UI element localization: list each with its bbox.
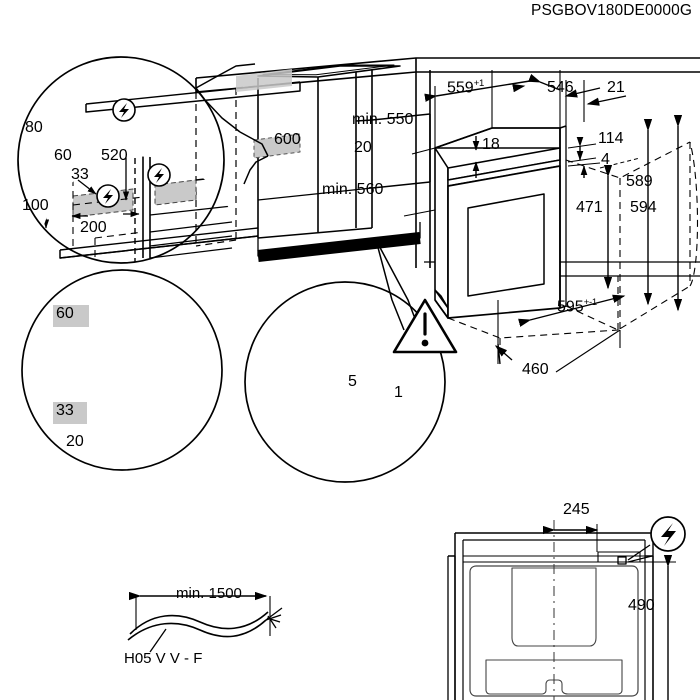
- dim-m1: 1: [394, 384, 403, 401]
- dim-559: 559+1: [447, 78, 484, 97]
- dim-595: 595+-1: [557, 297, 597, 316]
- electrical-bolt-icon: [650, 516, 686, 552]
- dim-460: 460: [522, 361, 549, 378]
- dim-471: 471: [576, 199, 603, 216]
- dim-490: 490: [628, 597, 655, 614]
- dim-b60: 60: [56, 305, 74, 322]
- dim-m5: 5: [348, 373, 357, 390]
- dim-33: 33: [71, 166, 89, 183]
- dim-114: 114: [598, 130, 624, 147]
- dim-b20: 20: [66, 433, 84, 450]
- electrical-bolt-icon: [112, 98, 136, 122]
- drawing-title: PSGBOV180DE0000G: [531, 2, 692, 19]
- warning-triangle-icon: [392, 298, 458, 354]
- dim-20: 20: [354, 139, 372, 156]
- dim-80: 80: [25, 119, 43, 136]
- dim-4: 4: [601, 151, 610, 168]
- cable-type-label: H05 V V - F: [124, 650, 203, 667]
- dim-520: 520: [101, 147, 128, 164]
- dim-546: 546: [547, 79, 574, 96]
- detail-circle-bottom-left: [21, 269, 223, 471]
- dim-min-550: min. 550: [352, 111, 414, 128]
- dim-min-560: min. 560: [322, 181, 384, 198]
- dim-60: 60: [54, 147, 72, 164]
- dim-245: 245: [563, 501, 590, 518]
- cabinet-niche-view: [59, 57, 700, 277]
- dim-18: 18: [482, 136, 500, 153]
- dim-21: 21: [607, 79, 625, 96]
- mains-cable-view: [127, 591, 283, 653]
- dim-100: 100: [22, 197, 49, 214]
- dim-594: 594: [630, 199, 657, 216]
- oven-isometric-view: [403, 70, 699, 373]
- dim-600: 600: [274, 131, 301, 148]
- oven-front-view: [447, 516, 686, 700]
- dim-589: 589: [626, 173, 653, 190]
- electrical-bolt-icon: [147, 163, 171, 187]
- electrical-bolt-icon: [96, 184, 120, 208]
- cable-length-label: min. 1500: [176, 585, 242, 602]
- dim-200: 200: [80, 219, 107, 236]
- dim-b33: 33: [56, 402, 74, 419]
